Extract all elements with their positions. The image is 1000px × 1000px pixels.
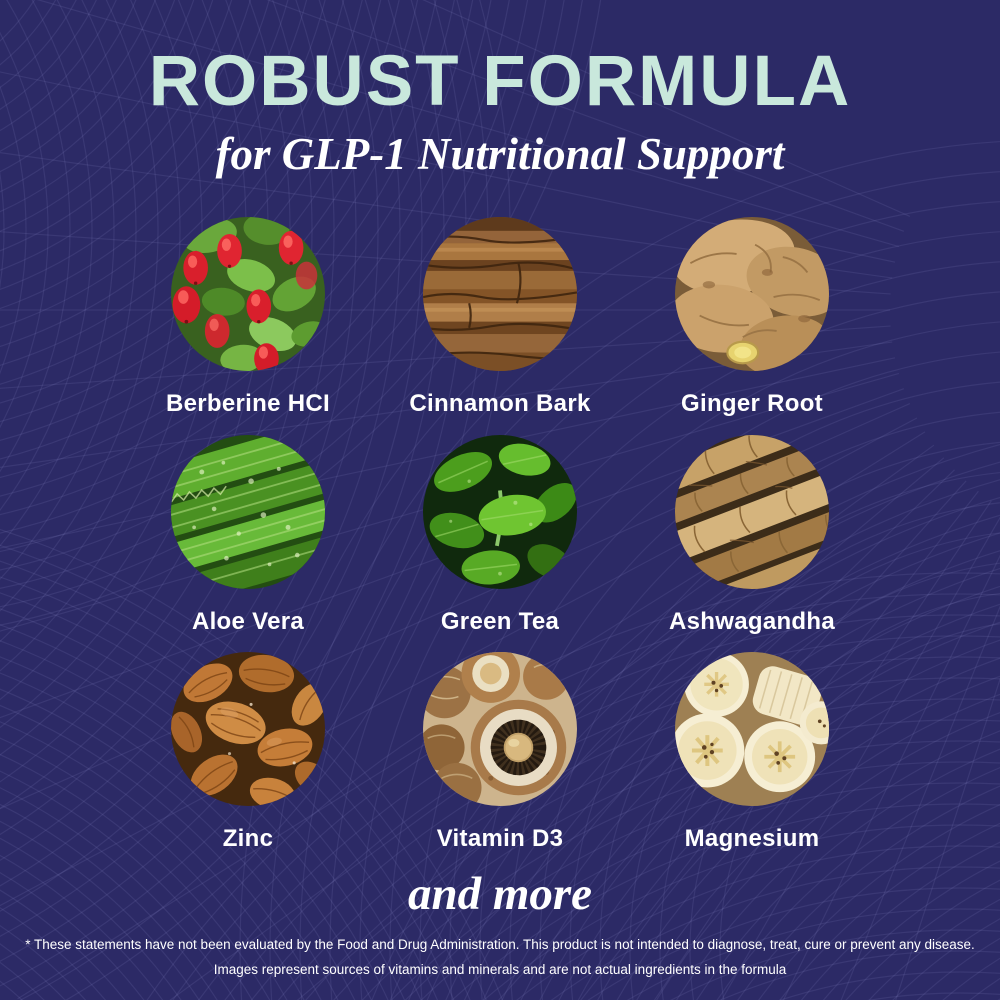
ingredient-label-cinnamon: Cinnamon Bark (409, 389, 591, 417)
aloe-vera-illustration (171, 434, 325, 589)
cinnamon-bark-illustration (423, 216, 577, 371)
green-tea-illustration (423, 434, 577, 589)
ingredient-grid: Berberine HCI (122, 216, 878, 854)
ingredient-label-ashwagandha: Ashwagandha (669, 607, 835, 635)
ashwagandha-roots-image (675, 434, 829, 589)
ingredient-label-ginger: Ginger Root (681, 389, 823, 417)
disclaimer: * These statements have not been evaluat… (19, 932, 981, 983)
green-tea-image (423, 434, 577, 589)
ginger-root-illustration (675, 216, 829, 371)
ingredient-cell-magnesium: Magnesium (626, 652, 878, 854)
disclaimer-line-1: * These statements have not been evaluat… (25, 936, 975, 952)
almonds-image (171, 652, 325, 807)
ingredient-label-vitamin-d3: Vitamin D3 (436, 825, 564, 853)
cinnamon-bark-image (423, 216, 577, 371)
ginger-root-image (675, 216, 829, 371)
ingredient-label-aloe: Aloe Vera (191, 607, 305, 635)
ingredient-cell-green-tea: Green Tea (374, 434, 626, 637)
page-title: ROBUST FORMULA (148, 42, 852, 121)
mushrooms-illustration (423, 652, 577, 807)
aloe-vera-image (171, 434, 325, 589)
ingredient-label-magnesium: Magnesium (684, 825, 820, 853)
ingredient-cell-cinnamon: Cinnamon Bark (374, 216, 626, 419)
barberry-berries-image (171, 216, 325, 371)
banana-slices-image (675, 652, 829, 807)
almonds-illustration (171, 652, 325, 807)
ingredient-label-green-tea: Green Tea (440, 607, 560, 635)
ingredient-label-berberine: Berberine HCI (166, 389, 330, 417)
barberry-berries-illustration (171, 216, 325, 371)
mushrooms-image (423, 652, 577, 807)
ingredient-cell-berberine: Berberine HCI (122, 216, 374, 419)
ingredient-label-zinc: Zinc (222, 825, 274, 853)
ingredient-cell-aloe: Aloe Vera (122, 434, 374, 637)
ashwagandha-roots-illustration (675, 434, 829, 589)
page-subtitle: for GLP-1 Nutritional Support (215, 129, 785, 179)
ingredient-cell-ashwagandha: Ashwagandha (626, 434, 878, 637)
disclaimer-line-2: Images represent sources of vitamins and… (213, 962, 787, 978)
banana-slices-illustration (675, 652, 829, 807)
and-more-text: and more (407, 868, 593, 921)
ingredient-cell-ginger: Ginger Root (626, 216, 878, 419)
ingredient-cell-vitamin-d3: Vitamin D3 (374, 652, 626, 854)
ingredient-cell-zinc: Zinc (122, 652, 374, 854)
